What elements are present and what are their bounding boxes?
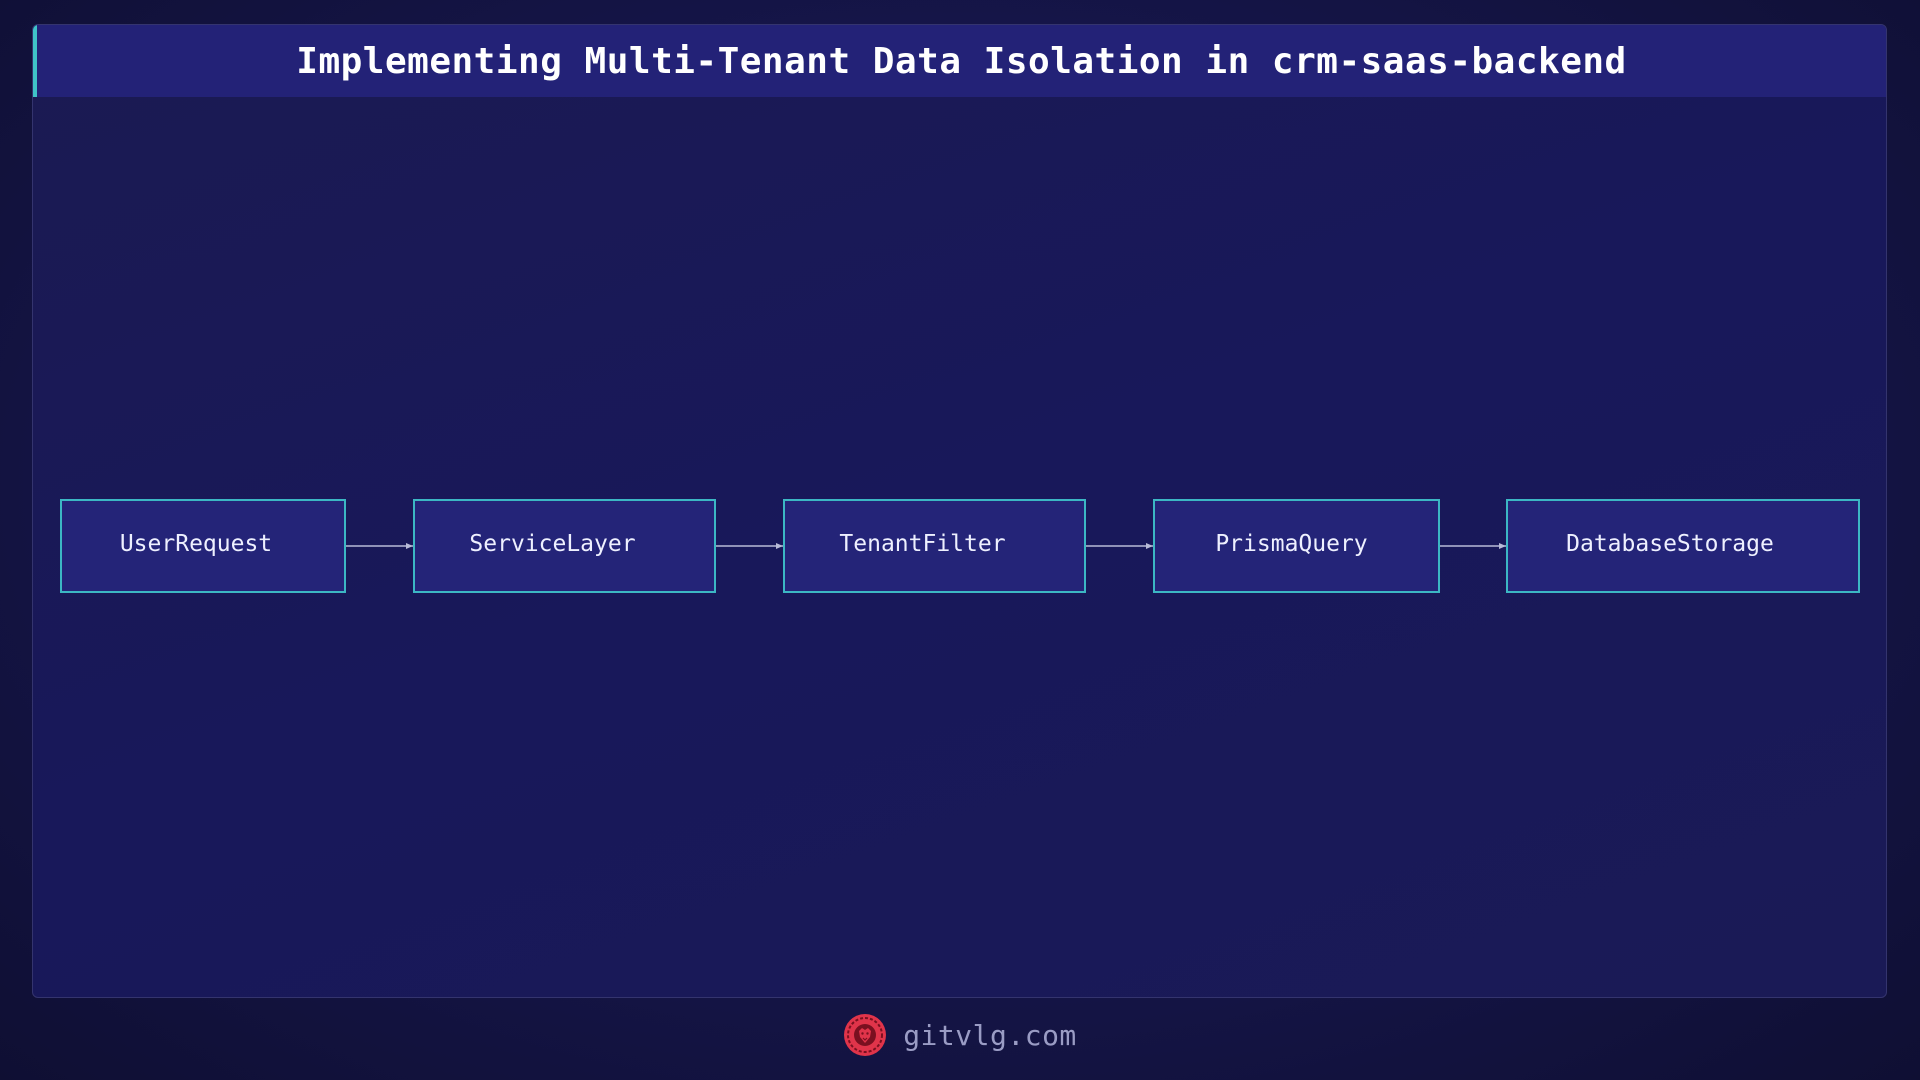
footer-site-label: gitvlg.com bbox=[903, 1018, 1077, 1052]
title-bar: Implementing Multi-Tenant Data Isolation… bbox=[33, 25, 1886, 97]
diagram-title: Implementing Multi-Tenant Data Isolation… bbox=[296, 40, 1627, 82]
node-tenantfilter: TenantFilter bbox=[783, 499, 1086, 593]
node-userrequest: UserRequest bbox=[60, 499, 346, 593]
node-servicelayer: ServiceLayer bbox=[413, 499, 716, 593]
lion-logo-icon bbox=[844, 1014, 887, 1056]
node-label: UserRequest bbox=[119, 531, 273, 557]
node-label: DatabaseStorage bbox=[1566, 531, 1774, 557]
footer: gitvlg.com bbox=[0, 1010, 1920, 1060]
node-databasestorage: DatabaseStorage bbox=[1506, 499, 1860, 593]
node-prismaquery: PrismaQuery bbox=[1153, 499, 1440, 593]
node-label: TenantFilter bbox=[839, 531, 1006, 557]
node-label: PrismaQuery bbox=[1215, 531, 1368, 557]
node-label: ServiceLayer bbox=[469, 531, 636, 557]
